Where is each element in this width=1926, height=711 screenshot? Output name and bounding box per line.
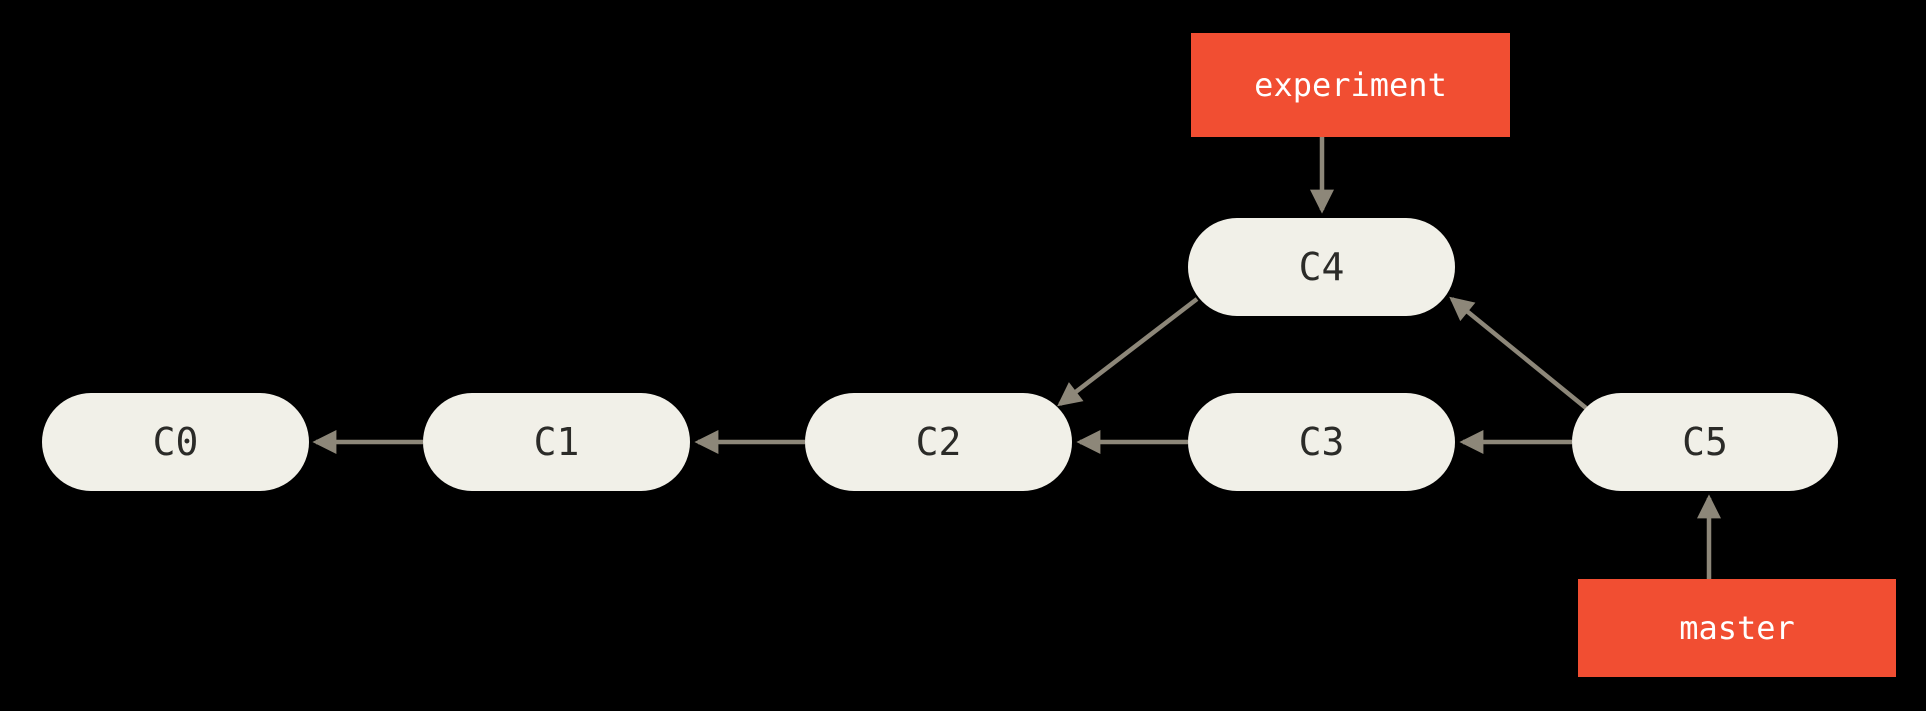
commit-node-c4-label: C4 [1298, 245, 1345, 289]
branch-label-experiment-text: experiment [1254, 66, 1447, 104]
commit-node-c3: C3 [1188, 393, 1455, 491]
commit-node-c4: C4 [1188, 218, 1455, 316]
commit-node-c0: C0 [42, 393, 309, 491]
commit-node-c3-label: C3 [1298, 420, 1345, 464]
branch-label-master-text: master [1679, 609, 1795, 647]
branch-label-experiment: experiment [1191, 33, 1510, 137]
commit-node-c0-label: C0 [152, 420, 199, 464]
commit-node-c1: C1 [423, 393, 690, 491]
commit-node-c5: C5 [1572, 393, 1838, 491]
commit-node-c5-label: C5 [1682, 420, 1728, 464]
edge-experiment-branch-to-c4-merge [1449, 296, 1588, 410]
edge-c4-to-c2 [1057, 297, 1199, 407]
branch-label-master: master [1578, 579, 1896, 677]
commit-node-c1-label: C1 [533, 420, 580, 464]
commit-node-c2-label: C2 [915, 420, 962, 464]
commit-node-c2: C2 [805, 393, 1072, 491]
